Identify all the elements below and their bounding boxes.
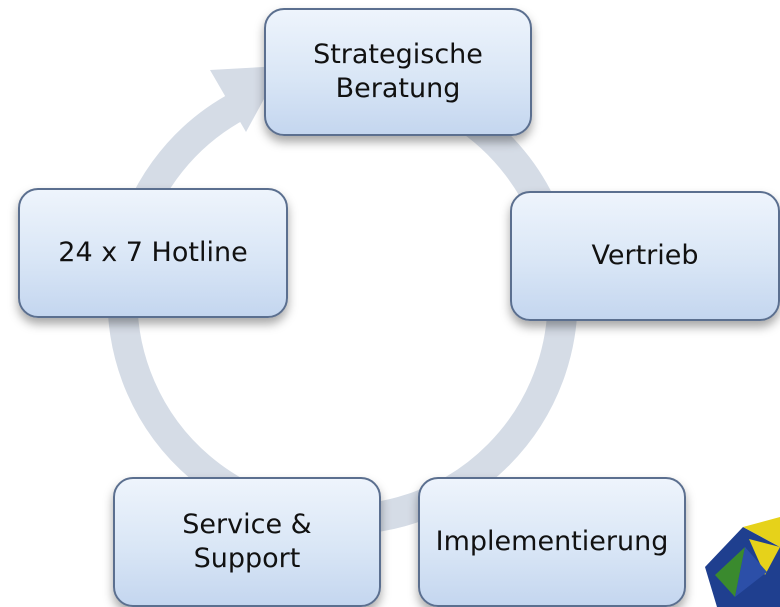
node-hotline: 24 x 7 Hotline [18, 188, 288, 318]
node-strategische-beratung: Strategische Beratung [264, 8, 532, 136]
node-vertrieb: Vertrieb [510, 191, 780, 321]
node-implementierung: Implementierung [418, 477, 686, 607]
node-service-support: Service & Support [113, 477, 381, 607]
company-logo-icon [705, 517, 780, 607]
